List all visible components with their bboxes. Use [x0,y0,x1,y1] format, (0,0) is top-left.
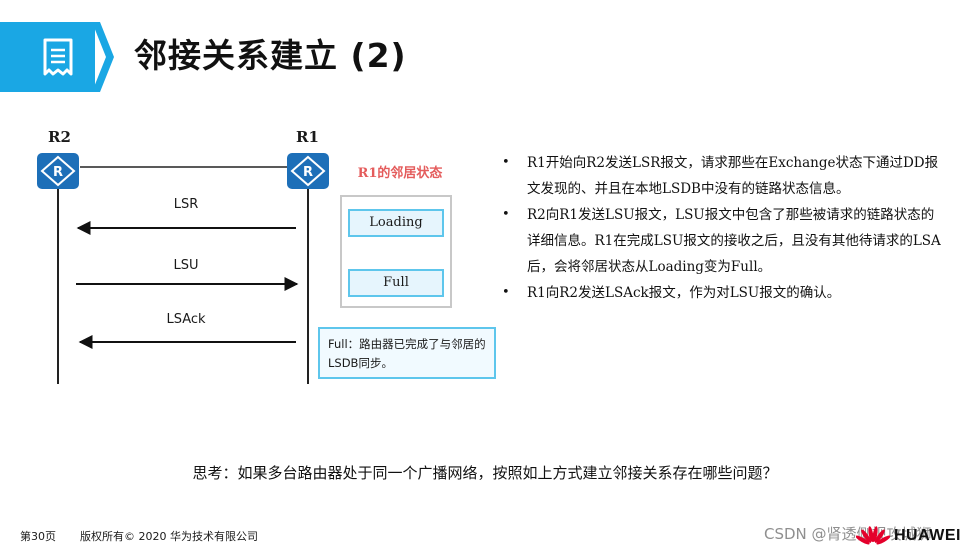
state-loading: Loading [348,209,444,237]
message-label-lsack: LSAck [166,312,206,327]
bullet-item: • R1开始向R2发送LSR报文，请求那些在Exchange状态下通过DD报文发… [500,150,945,202]
svg-text:R: R [53,165,63,180]
full-state-note: Full：路由器已完成了与邻居的LSDB同步。 [318,327,496,379]
header-chevron [92,22,114,92]
watermark: CSDN @肾透侧视攻城狮 [764,525,932,543]
state-panel-title: R1的邻居状态 [357,166,443,181]
discussion-question: 思考：如果多台路由器处于同一个广播网络，按照如上方式建立邻接关系存在哪些问题？ [192,464,778,482]
bullet-text: R1向R2发送LSAck报文，作为对LSU报文的确认。 [527,285,841,301]
copyright: 版权所有© 2020 华为技术有限公司 [80,530,258,543]
bullet-text: R2向R1发送LSU报文，LSU报文中包含了那些被请求的链路状态的详细信息。R1… [527,207,941,275]
page-number: 第30页 [20,530,56,543]
header-band [0,22,95,92]
document-icon [43,38,73,76]
state-full: Full [348,269,444,297]
page-title: 邻接关系建立 (2) [134,36,407,75]
bullet-dot: • [502,155,510,170]
bullet-list: • R1开始向R2发送LSR报文，请求那些在Exchange状态下通过DD报文发… [500,150,945,306]
message-label-lsu: LSU [173,258,199,273]
svg-text:R: R [303,165,313,180]
bullet-dot: • [502,285,510,300]
bullet-item: • R1向R2发送LSAck报文，作为对LSU报文的确认。 [500,280,945,306]
bullet-dot: • [502,207,510,222]
brand-wordmark: HUAWEI [894,527,961,544]
state-panel: Loading Full [340,195,452,308]
router-r2-label: R2 [48,128,71,146]
router-r1-label: R1 [296,128,319,146]
huawei-logo-icon [856,526,890,545]
bullet-text: R1开始向R2发送LSR报文，请求那些在Exchange状态下通过DD报文发现的… [527,155,939,197]
router-icon: R [287,153,329,189]
router-icon: R [37,153,79,189]
bullet-item: • R2向R1发送LSU报文，LSU报文中包含了那些被请求的链路状态的详细信息。… [500,202,945,280]
message-label-lsr: LSR [173,197,199,212]
